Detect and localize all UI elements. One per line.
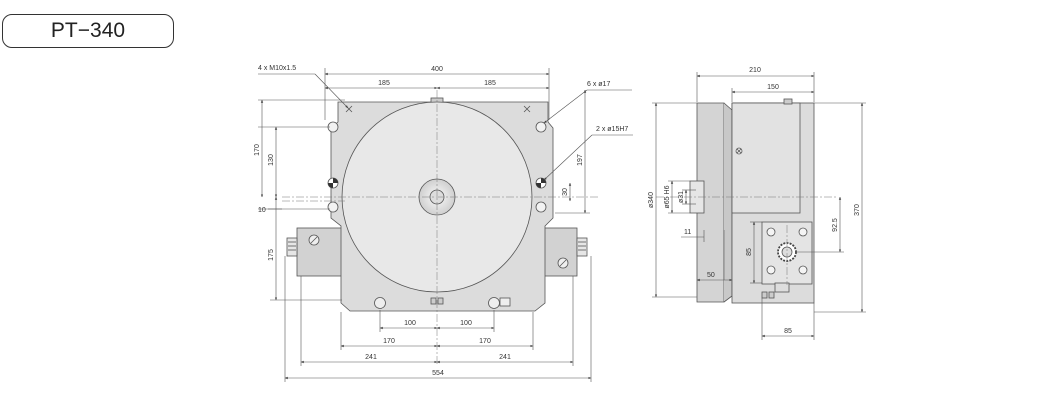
mount-hole-icon (535, 201, 547, 213)
dim-dia-340: ø340 (648, 192, 655, 208)
dim-85-vertical: 85 (746, 248, 753, 256)
dim-554: 554 (432, 370, 444, 377)
dowel-hole-icon (535, 177, 547, 189)
dim-30-vertical: 30 (562, 188, 569, 196)
dim-170-left: 170 (383, 338, 395, 345)
mount-hole-icon (535, 121, 547, 133)
bottom-connector-side (774, 282, 790, 293)
left-connector (286, 237, 298, 257)
motor-bolt-icon (766, 227, 776, 237)
bottom-hole-icon (374, 297, 386, 309)
dim-185-left: 185 (378, 80, 390, 87)
dim-100-right: 100 (460, 320, 472, 327)
dim-50: 50 (707, 272, 715, 279)
dim-241-left: 241 (365, 354, 377, 361)
dim-dia-31: ø31 (678, 191, 685, 203)
bottom-hole-icon (488, 297, 500, 309)
mount-hole-icon (327, 201, 339, 213)
dim-370: 370 (854, 204, 861, 216)
dim-170-vertical: 170 (254, 144, 261, 156)
side-top-fitting (783, 98, 793, 105)
callout-tapped-holes: 4 x M10x1.5 (258, 65, 296, 72)
dim-130-vertical: 130 (268, 154, 275, 166)
dim-185-right: 185 (484, 80, 496, 87)
dim-175-vertical: 175 (268, 249, 275, 261)
side-view: 210 150 ø340 ø65 H6 ø31 11 50 85 92.5 (648, 67, 866, 340)
dim-210: 210 (749, 67, 761, 74)
callout-holes-15h7: 2 x ø15H7 (596, 126, 628, 133)
dim-10: 10 (258, 207, 266, 214)
left-motor-housing (296, 227, 346, 277)
dim-100-left: 100 (404, 320, 416, 327)
dim-150: 150 (767, 84, 779, 91)
dim-dia-65-h6: ø65 H6 (664, 185, 671, 208)
dim-400: 400 (431, 66, 443, 73)
dim-92-5: 92.5 (832, 218, 839, 232)
dim-241-right: 241 (499, 354, 511, 361)
bottom-fitting (430, 297, 437, 305)
model-title: PT−340 (2, 14, 174, 48)
dim-197-vertical: 197 (577, 154, 584, 166)
bottom-connector (499, 297, 511, 307)
dim-11: 11 (684, 229, 691, 236)
motor-bolt-icon (798, 265, 808, 275)
dim-170-right: 170 (479, 338, 491, 345)
right-connector (576, 237, 588, 257)
dim-85-horizontal: 85 (784, 328, 792, 335)
motor-bolt-icon (798, 227, 808, 237)
callout-holes-17: 6 x ø17 (587, 81, 610, 88)
dowel-hole-icon (327, 177, 339, 189)
motor-bolt-icon (766, 265, 776, 275)
front-view: 400 185 185 4 x M10x1.5 6 x ø17 2 x ø15H… (254, 65, 633, 382)
